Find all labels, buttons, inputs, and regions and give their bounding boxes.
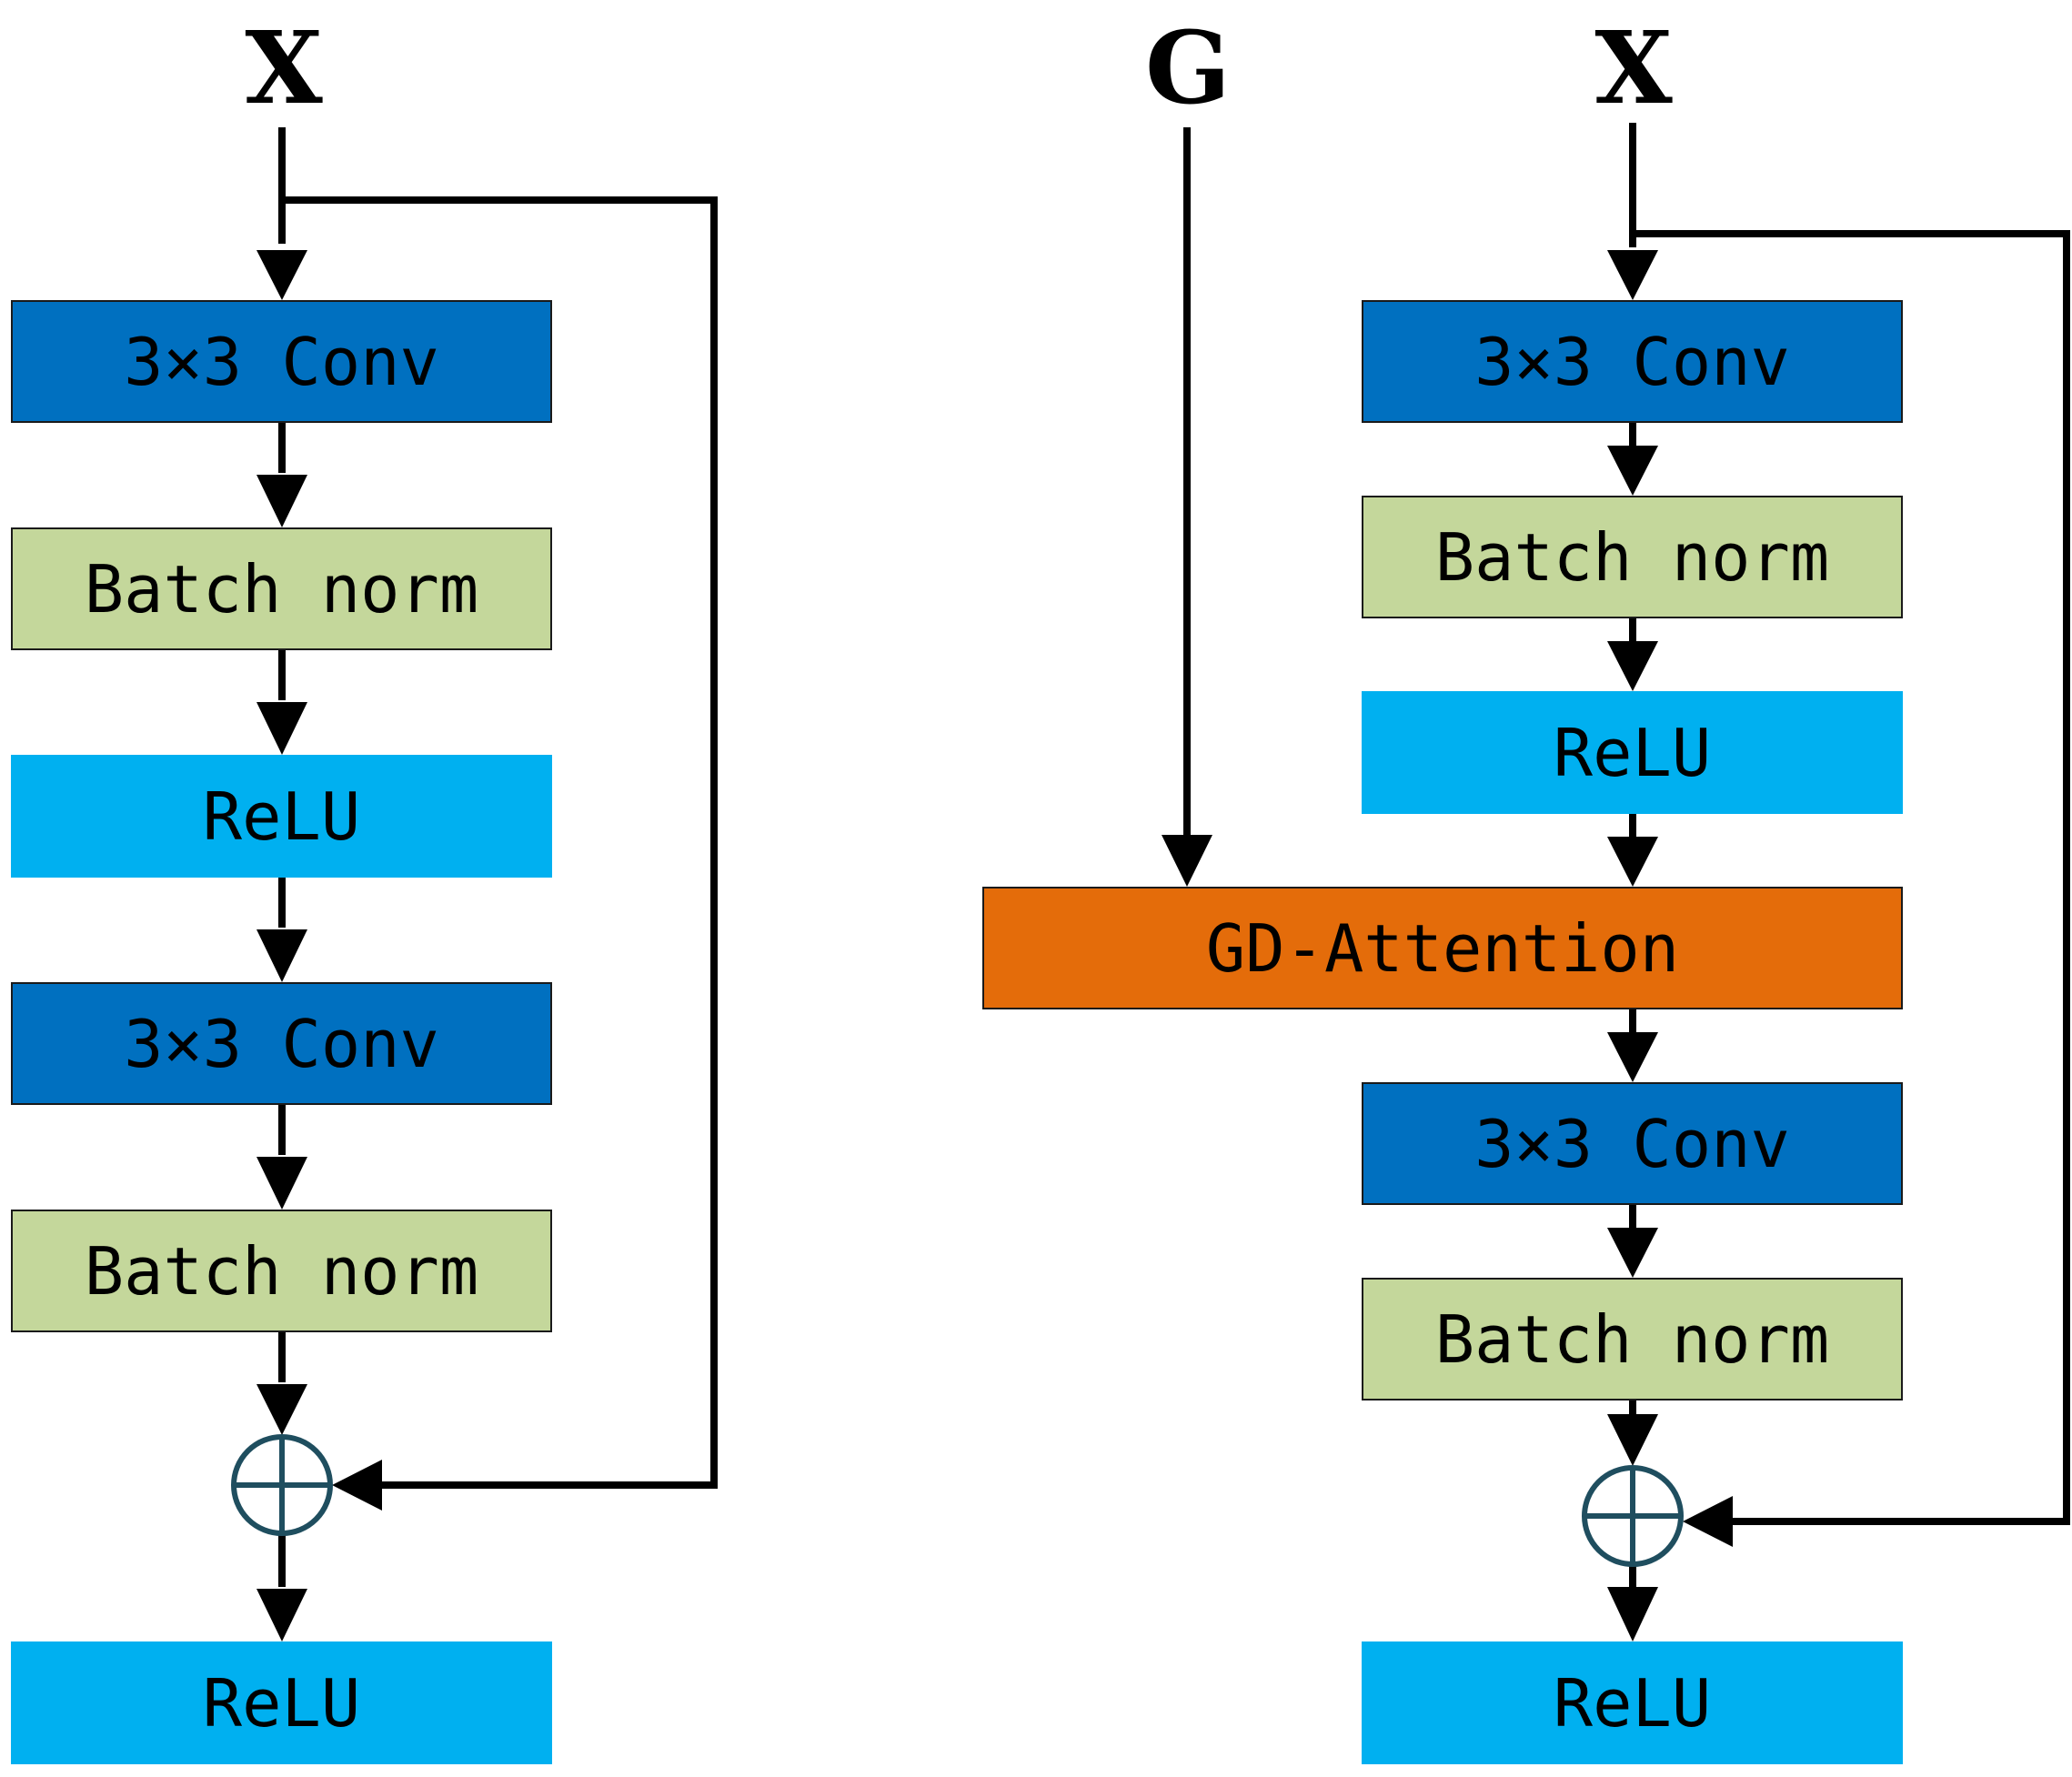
right-batchnorm1-box: Batch norm [1362, 496, 1903, 618]
right-skip-connection [1633, 230, 2070, 1525]
left-relu1-box: ReLU [11, 755, 552, 878]
g-arrow-to-attention [1162, 835, 1212, 887]
left-adder-icon [231, 1434, 333, 1536]
right-batchnorm2-box: Batch norm [1362, 1278, 1903, 1401]
right-adder-icon [1582, 1465, 1684, 1567]
right-conv1-box: 3×3 Conv [1362, 300, 1903, 423]
right-relu1-box: ReLU [1362, 691, 1903, 814]
right-arrow-to-conv1 [1607, 250, 1658, 300]
right-skip-arrowhead [1683, 1496, 1733, 1547]
gd-attention-box: GD-Attention [982, 887, 1903, 1009]
left-batchnorm2-box: Batch norm [11, 1210, 552, 1332]
left-arrow-to-conv1 [256, 250, 307, 300]
right-arrow-to-conv2 [1607, 1032, 1658, 1082]
left-conv1-box: 3×3 Conv [11, 300, 552, 423]
left-arrow-to-adder [256, 1384, 307, 1435]
left-batchnorm1-box: Batch norm [11, 527, 552, 650]
left-conv2-box: 3×3 Conv [11, 982, 552, 1105]
right-arrow-to-attention [1607, 837, 1658, 887]
left-arrow-to-relu1 [256, 702, 307, 755]
left-arrow-to-bn2 [256, 1157, 307, 1210]
right-arrow-to-relu-out [1607, 1587, 1658, 1641]
label-g: G [1145, 9, 1231, 126]
right-arrow-to-adder [1607, 1414, 1658, 1466]
left-arrow-to-conv2 [256, 929, 307, 982]
right-conv2-box: 3×3 Conv [1362, 1082, 1903, 1205]
label-x-right: X [1594, 9, 1673, 126]
left-skip-arrowhead [332, 1460, 382, 1511]
label-x-left: X [245, 9, 323, 126]
right-arrow-to-bn1 [1607, 446, 1658, 496]
left-arrow-to-relu-out [256, 1589, 307, 1641]
left-arrow-to-bn1 [256, 475, 307, 527]
right-arrow-to-relu1 [1607, 641, 1658, 691]
right-relu-out-box: ReLU [1362, 1641, 1903, 1764]
right-arrow-to-bn2 [1607, 1228, 1658, 1278]
left-relu-out-box: ReLU [11, 1641, 552, 1764]
left-skip-connection [282, 196, 718, 1489]
